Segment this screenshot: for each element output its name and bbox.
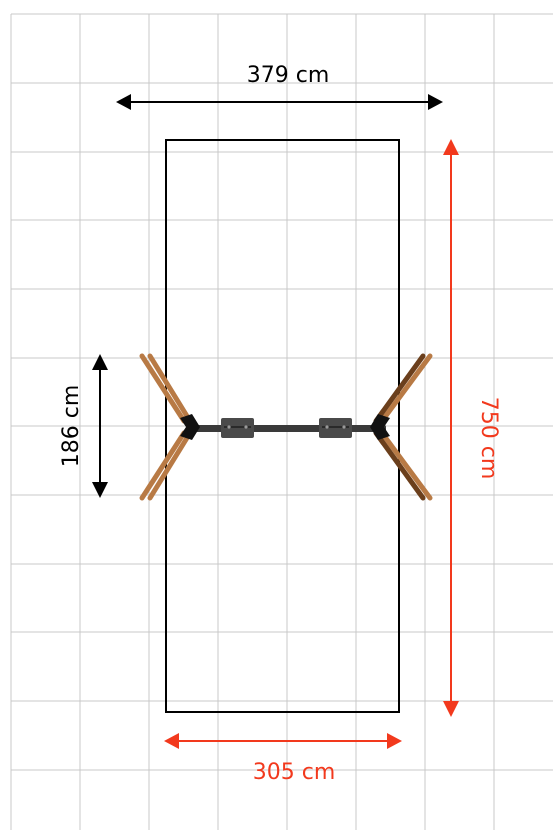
right-frame-leg-upper-inner (373, 353, 426, 424)
top-width-label: 379 cm (247, 63, 330, 88)
arrow-head-icon (164, 733, 179, 749)
arrow-head-icon (387, 733, 402, 749)
left-frame-width-label: 186 cm (59, 385, 84, 468)
swing-seat-icon (221, 418, 254, 438)
left-frame-leg-upper-outer (139, 353, 187, 424)
left-frame-width-dimension: 186 cm (59, 354, 108, 498)
arrow-head-icon (116, 94, 131, 110)
arrow-head-icon (92, 482, 108, 498)
arrow-head-icon (443, 701, 459, 717)
right-frame-leg-lower-outer (379, 430, 433, 501)
right-beam-bracket (370, 414, 390, 440)
left-frame-leg-upper-inner (147, 353, 193, 424)
usage-area-outline (165, 139, 400, 713)
arrow-head-icon (443, 139, 459, 155)
right-length-dimension: 750 cm (443, 139, 501, 717)
right-frame-leg-lower-inner (373, 430, 426, 501)
background-grid (10, 13, 553, 830)
left-frame-leg-lower-inner (147, 430, 193, 501)
top-width-dimension: 379 cm (116, 63, 443, 110)
left-beam-bracket (180, 414, 200, 440)
arrow-head-icon (92, 354, 108, 370)
swing-frame (139, 353, 433, 501)
swing-seat-icon (319, 418, 352, 438)
arrow-head-icon (428, 94, 443, 110)
bottom-width-dimension: 305 cm (164, 733, 402, 785)
top-beam (186, 425, 386, 432)
right-frame-leg-upper-outer (379, 353, 433, 424)
right-length-label: 750 cm (476, 397, 501, 480)
bottom-width-label: 305 cm (253, 760, 336, 785)
left-frame-leg-lower-outer (139, 430, 187, 501)
